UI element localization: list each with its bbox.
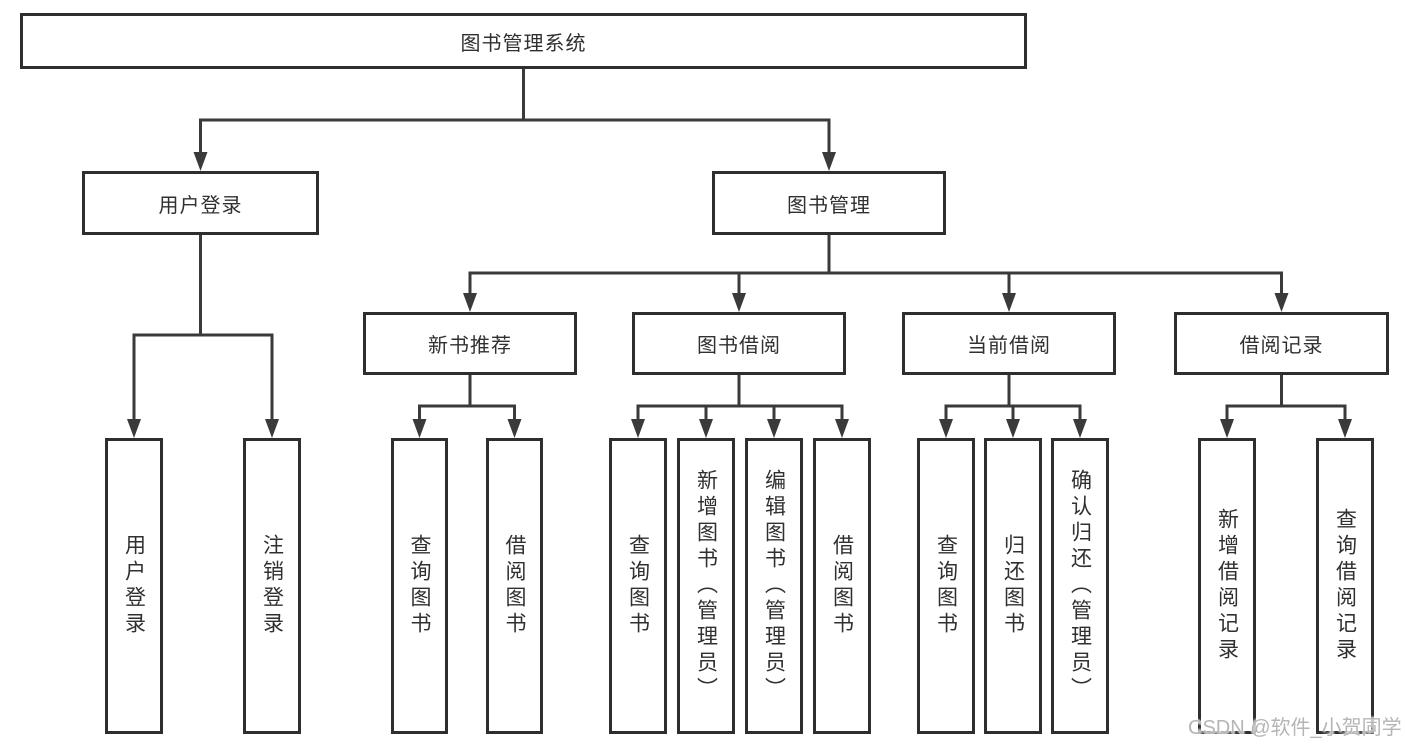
node-root: 图书管理系统	[20, 13, 1027, 69]
node-label-br-add-record: 新增借阅记录	[1215, 508, 1239, 664]
node-label-root: 图书管理系统	[460, 32, 587, 55]
node-br-query-record: 查询借阅记录	[1316, 438, 1374, 734]
arrowhead-cb-confirm-return	[1073, 419, 1087, 438]
node-label-nbr-borrow-book: 借阅图书	[503, 534, 526, 638]
node-cb-query-book: 查询图书	[917, 438, 975, 734]
arrowhead-logout-leaf	[265, 419, 279, 438]
arrowhead-new-book-rec	[463, 293, 477, 312]
node-label-br-query-record: 查询借阅记录	[1333, 508, 1357, 664]
node-label-current-borrow: 当前借阅	[967, 335, 1051, 357]
watermark: CSDN @软件_小贺同学	[1188, 717, 1402, 739]
arrowhead-bb-edit-book	[767, 419, 781, 438]
node-label-new-book-rec: 新书推荐	[428, 335, 512, 357]
node-br-add-record: 新增借阅记录	[1198, 438, 1256, 734]
node-book-mgmt: 图书管理	[712, 171, 946, 235]
node-current-borrow: 当前借阅	[902, 312, 1116, 375]
arrowhead-book-mgmt	[822, 152, 836, 171]
node-label-book-borrow: 图书借阅	[697, 335, 781, 357]
arrowhead-nbr-borrow-book	[507, 419, 522, 438]
node-nbr-query-book: 查询图书	[391, 438, 448, 734]
edge-book-borrow	[636, 371, 844, 434]
edge-book-mgmt	[468, 231, 1283, 308]
arrowhead-bb-add-book	[699, 419, 713, 438]
node-logout-leaf: 注销登录	[243, 438, 301, 734]
arrowhead-cb-query-book	[939, 419, 953, 438]
node-label-nbr-query-book: 查询图书	[408, 534, 431, 638]
node-label-borrow-records: 借阅记录	[1239, 335, 1324, 357]
node-bb-edit-book: 编辑图书（管理员）	[745, 438, 803, 734]
arrowhead-bb-borrow-book	[835, 419, 849, 438]
arrowhead-nbr-query-book	[412, 419, 427, 438]
node-book-borrow: 图书借阅	[632, 312, 846, 375]
arrowhead-bb-query-book	[631, 419, 645, 438]
node-bb-borrow-book: 借阅图书	[813, 438, 871, 734]
arrowhead-br-add-record	[1220, 419, 1234, 438]
node-nbr-borrow-book: 借阅图书	[486, 438, 543, 734]
arrowhead-current-borrow	[1002, 293, 1016, 312]
node-user-login-leaf: 用户登录	[105, 438, 163, 734]
node-label-bb-query-book: 查询图书	[626, 534, 650, 638]
node-bb-add-book: 新增图书（管理员）	[677, 438, 735, 734]
edge-borrow-records	[1225, 371, 1347, 434]
node-label-bb-borrow-book: 借阅图书	[830, 534, 854, 638]
edge-current-borrow	[944, 371, 1082, 434]
edge-new-book-rec	[418, 371, 516, 434]
node-label-logout-leaf: 注销登录	[260, 534, 284, 638]
node-bb-query-book: 查询图书	[609, 438, 667, 734]
arrowhead-book-borrow	[732, 293, 746, 312]
arrowhead-cb-return-book	[1006, 419, 1020, 438]
node-label-cb-return-book: 归还图书	[1001, 534, 1025, 638]
arrowhead-user-login	[193, 152, 208, 171]
node-cb-confirm-return: 确认归还（管理员）	[1051, 438, 1109, 734]
node-borrow-records: 借阅记录	[1174, 312, 1389, 375]
edge-root	[199, 65, 831, 167]
arrowhead-borrow-records	[1274, 293, 1289, 312]
node-user-login: 用户登录	[82, 171, 319, 235]
node-label-user-login-leaf: 用户登录	[122, 534, 146, 638]
node-label-user-login: 用户登录	[158, 194, 243, 217]
node-label-bb-edit-book: 编辑图书（管理员）	[762, 469, 786, 703]
node-label-cb-query-book: 查询图书	[934, 534, 958, 638]
arrowhead-br-query-record	[1338, 419, 1352, 438]
node-label-cb-confirm-return: 确认归还（管理员）	[1068, 469, 1092, 703]
node-label-bb-add-book: 新增图书（管理员）	[694, 469, 718, 703]
node-label-book-mgmt: 图书管理	[787, 194, 871, 217]
node-new-book-rec: 新书推荐	[363, 312, 577, 375]
arrowhead-user-login-leaf	[127, 419, 141, 438]
node-cb-return-book: 归还图书	[984, 438, 1042, 734]
edge-user-login	[132, 231, 274, 434]
